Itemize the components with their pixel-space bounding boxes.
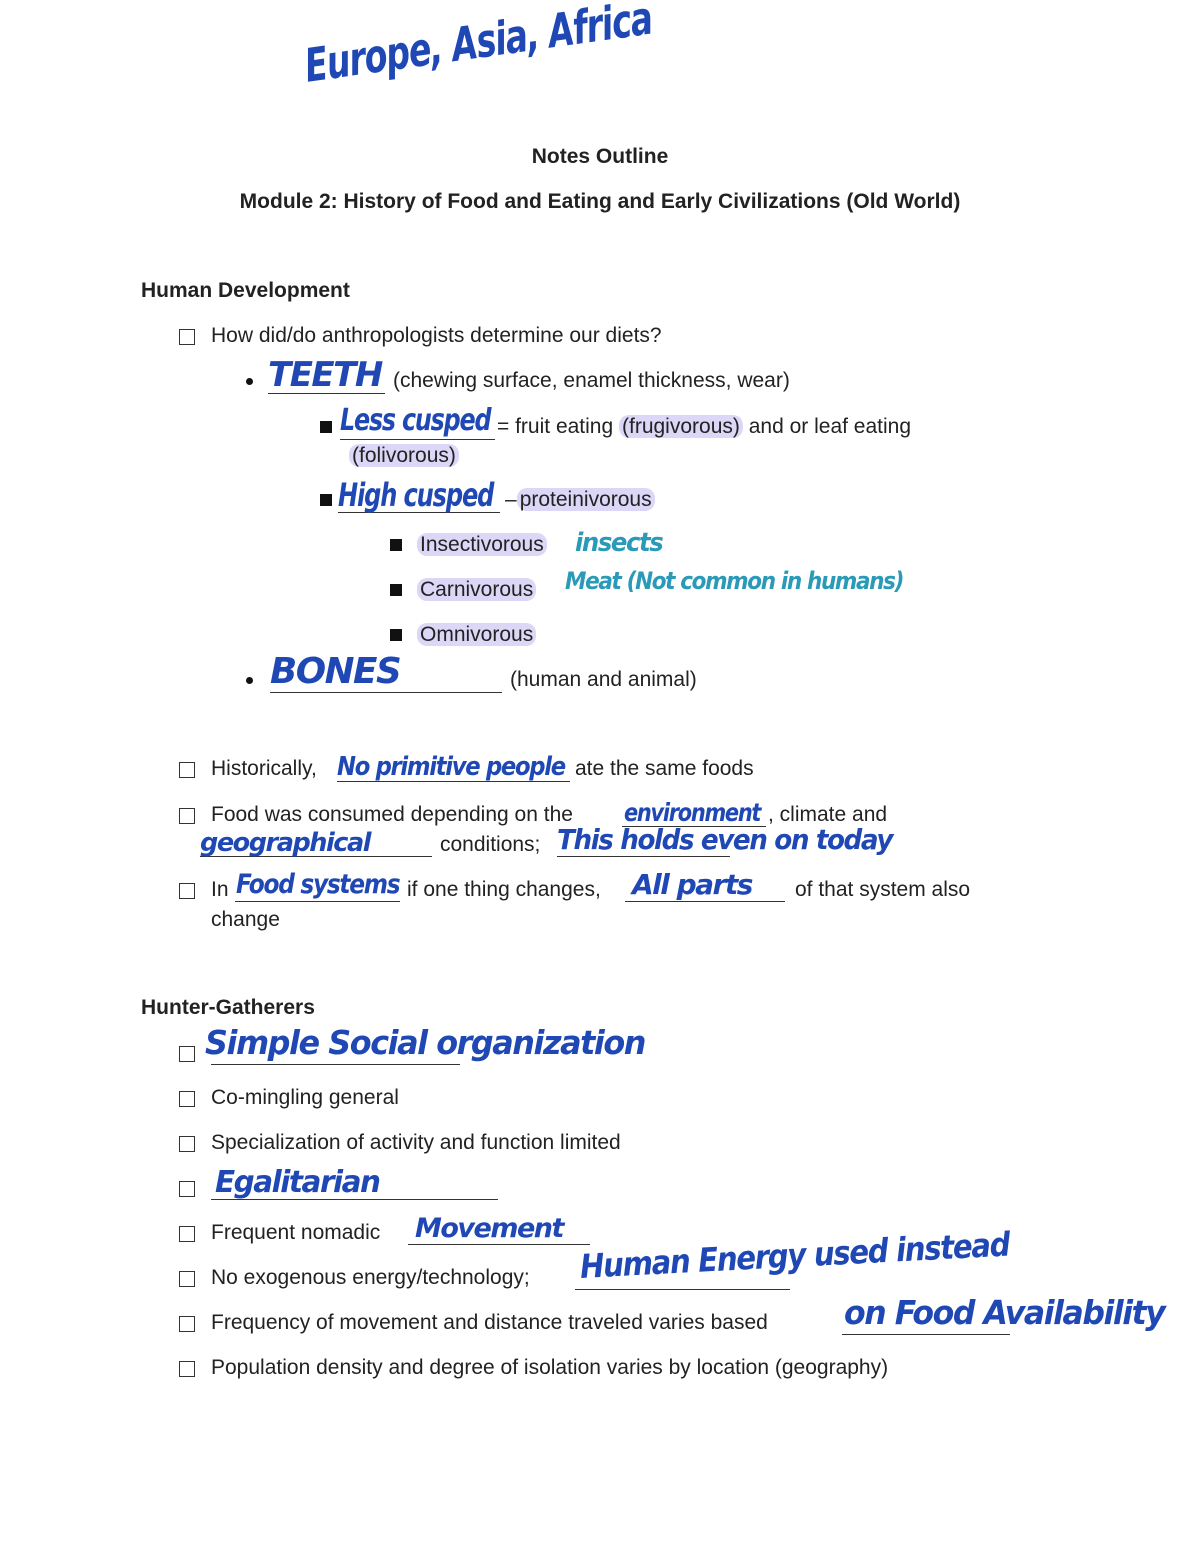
highlight: (folivorous) (349, 444, 459, 467)
square-bullet-icon (390, 539, 402, 551)
blank-line (337, 781, 570, 782)
handwritten-answer: Less cusped (340, 403, 492, 438)
bullet-icon (246, 677, 253, 684)
handwritten-answer: BONES (270, 651, 402, 692)
item-text: change (211, 908, 280, 931)
highlight: Insectivorous (417, 533, 547, 556)
blank-line (211, 1064, 460, 1065)
checkbox[interactable] (179, 1046, 195, 1062)
handwritten-answer: TEETH (268, 355, 383, 395)
checkbox[interactable] (179, 1136, 195, 1152)
checkbox[interactable] (179, 1181, 195, 1197)
handwritten-answer: No primitive people (337, 752, 566, 782)
blank-line (340, 439, 495, 440)
highlight: Omnivorous (417, 623, 537, 646)
item-text: Co-mingling general (211, 1086, 399, 1109)
checkbox[interactable] (179, 1271, 195, 1287)
item-text: Omnivorous (417, 622, 537, 648)
square-bullet-icon (390, 584, 402, 596)
item-text: Insectivorous (417, 532, 547, 558)
square-bullet-icon (390, 629, 402, 641)
item-text: conditions; (440, 833, 541, 856)
item-text: Food was consumed depending on the (211, 803, 573, 826)
handwritten-answer: This holds even on today (557, 823, 893, 856)
item-text: Frequency of movement and distance trave… (211, 1311, 768, 1334)
item-text: = fruit eating (frugivorous) and or leaf… (497, 414, 911, 440)
text: and or leaf eating (748, 415, 912, 438)
checkbox[interactable] (179, 762, 195, 778)
blank-line (338, 512, 500, 513)
handwritten-answer: Food systems (236, 869, 401, 900)
highlight: (frugivorous) (619, 415, 743, 438)
item-text: In (211, 878, 229, 901)
item-text: , climate and (768, 803, 888, 826)
handwritten-answer: on Food Availability (844, 1293, 1166, 1332)
blank-line (200, 856, 432, 857)
page-subtitle: Module 2: History of Food and Eating and… (239, 190, 961, 213)
blank-line (408, 1244, 590, 1245)
blank-line (235, 901, 400, 902)
item-text: Frequent nomadic (211, 1221, 381, 1244)
item-text: of that system also (795, 878, 971, 901)
item-text: if one thing changes, (407, 878, 601, 901)
blank-line (211, 1199, 498, 1200)
handwritten-answer: geographical (200, 828, 371, 858)
item-text: –proteinivorous (505, 487, 655, 513)
item-text: Historically, (211, 757, 317, 780)
blank-line (625, 901, 785, 902)
blank-line (268, 393, 385, 394)
item-text: (human and animal) (510, 668, 697, 691)
text: = fruit eating (497, 415, 614, 438)
item-text: (chewing surface, enamel thickness, wear… (393, 369, 790, 392)
handwritten-answer: Simple Social organization (205, 1023, 646, 1062)
highlight: proteinivorous (516, 488, 655, 511)
blank-line (575, 1289, 790, 1290)
checkbox[interactable] (179, 883, 195, 899)
section-heading: Hunter-Gatherers (141, 996, 315, 1019)
checkbox[interactable] (179, 1226, 195, 1242)
item-text: ate the same foods (575, 757, 754, 780)
bullet-icon (246, 378, 253, 385)
checkbox[interactable] (179, 808, 195, 824)
item-text: Specialization of activity and function … (211, 1131, 621, 1154)
highlight: Carnivorous (417, 578, 537, 601)
page-title: Notes Outline (531, 145, 669, 168)
handwritten-answer: Human Energy used instead (578, 1224, 1011, 1286)
checkbox[interactable] (179, 1361, 195, 1377)
blank-line (622, 826, 766, 827)
item-text: Population density and degree of isolati… (211, 1356, 889, 1379)
item-text: No exogenous energy/technology; (211, 1266, 530, 1289)
handwritten-answer: Egalitarian (215, 1165, 381, 1200)
handwritten-answer: environment (624, 798, 761, 827)
handwritten-note: insects (575, 528, 664, 558)
item-text: Carnivorous (417, 577, 537, 603)
item-text: How did/do anthropologists determine our… (211, 324, 662, 347)
checkbox[interactable] (179, 1316, 195, 1332)
handwritten-note: Meat (Not common in humans) (565, 567, 904, 595)
item-text: (folivorous) (349, 443, 459, 469)
square-bullet-icon (320, 421, 332, 433)
handwritten-answer: High cusped (338, 476, 494, 514)
checkbox[interactable] (179, 329, 195, 345)
blank-line (557, 856, 730, 857)
square-bullet-icon (320, 494, 332, 506)
section-heading: Human Development (141, 279, 350, 302)
handwritten-answer: All parts (632, 868, 753, 901)
blank-line (270, 692, 502, 693)
handwritten-answer: Movement (415, 1213, 564, 1244)
checkbox[interactable] (179, 1091, 195, 1107)
handwritten-header: Europe, Asia, Africa (301, 0, 656, 93)
blank-line (842, 1334, 1010, 1335)
text: – (505, 488, 517, 511)
